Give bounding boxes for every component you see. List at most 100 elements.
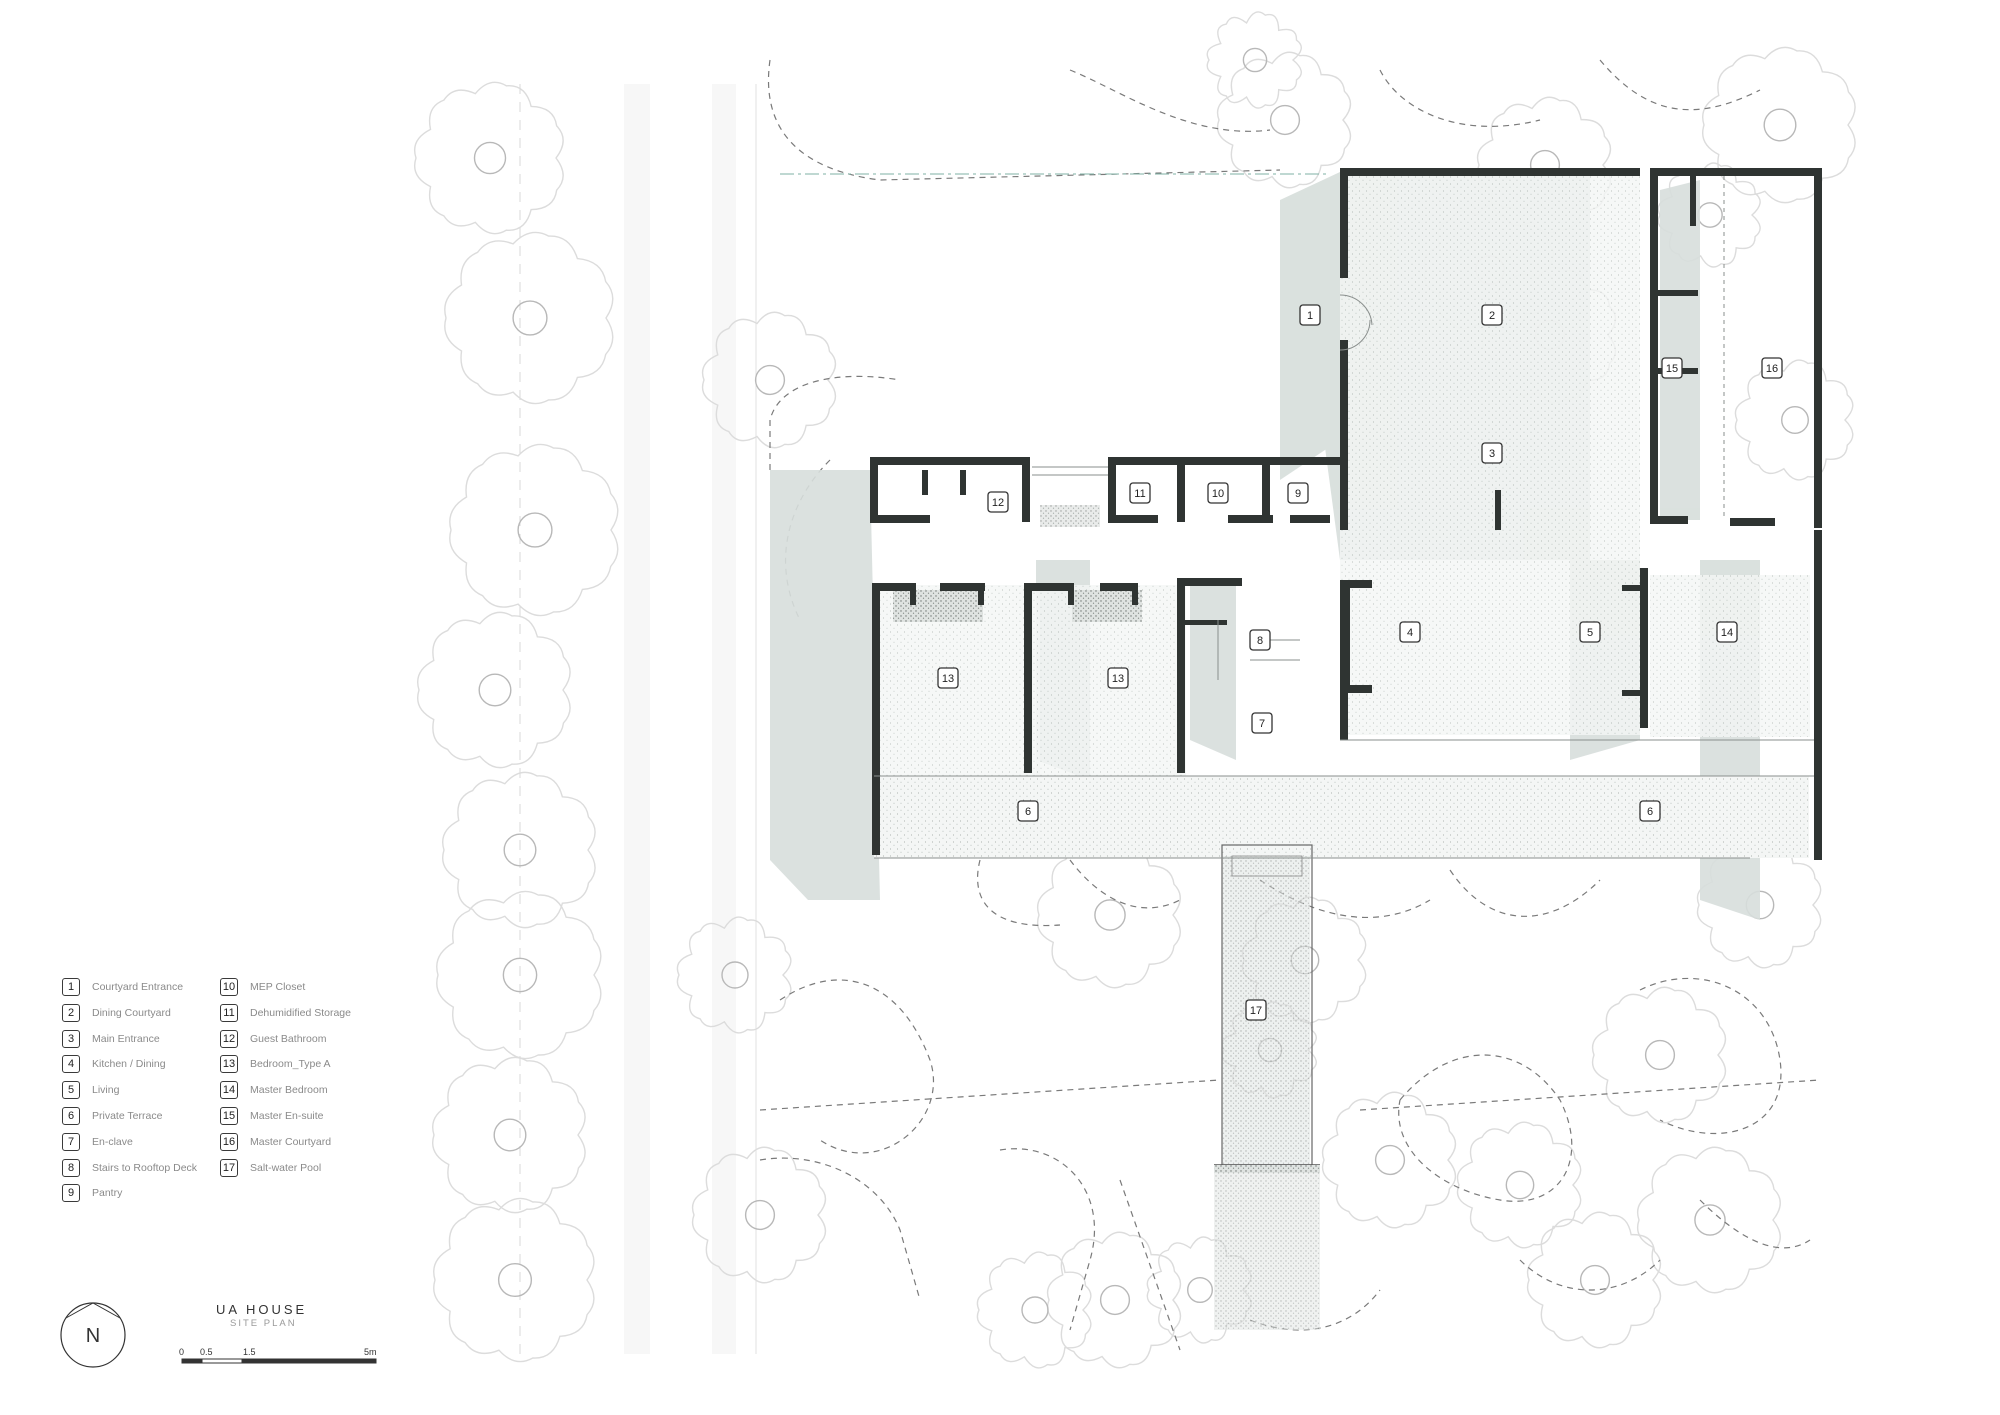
svg-text:17: 17 xyxy=(1250,1005,1262,1017)
legend-label: MEP Closet xyxy=(250,981,306,993)
scale-label-5m: 5m xyxy=(364,1347,377,1357)
legend-label: Living xyxy=(92,1084,120,1097)
svg-text:12: 12 xyxy=(992,497,1004,509)
svg-text:7: 7 xyxy=(1259,718,1265,730)
legend-number: 7 xyxy=(62,1132,80,1151)
tree-trunk xyxy=(1186,1276,1213,1303)
legend-number: 2 xyxy=(62,1003,80,1022)
legend-label: Main Entrance xyxy=(92,1032,160,1045)
room-tag-7: 7 xyxy=(1251,712,1273,734)
svg-text:14: 14 xyxy=(1721,627,1733,639)
legend-number: 1 xyxy=(62,978,80,996)
tree-canopy xyxy=(1046,1231,1182,1369)
tree-canopy xyxy=(417,611,571,769)
tree-trunk xyxy=(478,673,512,707)
tree-canopy xyxy=(436,890,602,1060)
tree-canopy xyxy=(676,916,792,1034)
svg-text:6: 6 xyxy=(1025,806,1031,818)
svg-text:3: 3 xyxy=(1489,448,1495,460)
svg-text:1: 1 xyxy=(1307,310,1313,322)
scale-bar xyxy=(181,1358,377,1364)
svg-text:16: 16 xyxy=(1766,363,1778,375)
tree-canopy xyxy=(1456,1121,1582,1249)
legend-number: 13 xyxy=(220,1055,238,1074)
scale-label-05: 0.5 xyxy=(200,1347,213,1357)
tree-trunk xyxy=(1579,1264,1611,1296)
room-tag-17: 17 xyxy=(1245,999,1267,1021)
tree-trunk xyxy=(1374,1144,1406,1176)
legend-label: Master Courtyard xyxy=(250,1135,332,1148)
tree-trunk xyxy=(1697,202,1723,228)
drawing-subtitle: SITE PLAN xyxy=(230,1318,297,1329)
svg-text:2: 2 xyxy=(1489,310,1495,322)
tree-canopy xyxy=(1636,1146,1781,1294)
svg-text:13: 13 xyxy=(1112,673,1124,685)
legend-number: 6 xyxy=(62,1107,80,1125)
legend-label: Dining Courtyard xyxy=(92,1006,171,1019)
legend-number: 9 xyxy=(62,1184,80,1203)
tree-trunk xyxy=(497,1262,533,1298)
scale-label-15: 1.5 xyxy=(243,1347,256,1357)
legend-number: 12 xyxy=(220,1029,238,1048)
room-tag-3: 3 xyxy=(1481,442,1503,464)
tree-trunk xyxy=(503,833,537,867)
tree-trunk xyxy=(1763,108,1797,142)
tree-canopy xyxy=(1321,1091,1457,1229)
legend-number: 4 xyxy=(62,1055,80,1074)
room-tag-10: 10 xyxy=(1207,482,1229,504)
room-tag-12: 12 xyxy=(987,491,1009,513)
tree-trunk xyxy=(1505,1170,1535,1200)
legend-item-15: 15 Master En-suite xyxy=(220,1105,324,1127)
tree-canopy xyxy=(444,231,614,405)
legend-number: 8 xyxy=(62,1158,80,1177)
tree-canopy xyxy=(413,81,564,235)
legend-label: Salt-water Pool xyxy=(250,1161,322,1174)
legend-number: 14 xyxy=(220,1081,238,1100)
legend-number: 3 xyxy=(62,1029,80,1048)
tree-canopy xyxy=(976,1251,1092,1369)
tree-trunk xyxy=(512,300,548,336)
legend-label: Guest Bathroom xyxy=(250,1032,327,1045)
legend-item-7: 7 En-clave xyxy=(62,1131,133,1153)
room-tag-13: 13 xyxy=(1107,667,1129,689)
tree-canopy xyxy=(1036,841,1181,989)
legend-label: Master En-suite xyxy=(250,1110,324,1122)
svg-text:5: 5 xyxy=(1587,627,1593,639)
room-tag-11: 11 xyxy=(1129,482,1151,504)
legend-label: Kitchen / Dining xyxy=(92,1058,166,1071)
tree-canopy xyxy=(433,1197,595,1363)
legend-item-10: 10 MEP Closet xyxy=(220,976,305,998)
svg-text:N: N xyxy=(86,1325,100,1347)
tree-canopy xyxy=(701,311,837,449)
svg-text:4: 4 xyxy=(1407,627,1413,639)
legend-label: En-clave xyxy=(92,1135,133,1148)
site-edge-hatch xyxy=(519,84,757,1354)
tree-canopy xyxy=(691,1146,827,1284)
tree-canopy xyxy=(1734,359,1854,481)
tree-trunk xyxy=(517,512,553,548)
legend-item-12: 12 Guest Bathroom xyxy=(220,1028,326,1050)
tree-trunk xyxy=(1021,1296,1049,1324)
tree-trunk xyxy=(502,957,538,993)
tree-trunk xyxy=(1644,1039,1676,1071)
legend-number: 10 xyxy=(220,978,238,996)
legend-item-2: 2 Dining Courtyard xyxy=(62,1002,171,1024)
tree-trunk xyxy=(721,961,749,989)
legend-label: Stairs to Rooftop Deck xyxy=(92,1161,198,1174)
project-title: UA HOUSE xyxy=(216,1302,308,1317)
legend-number: 15 xyxy=(220,1107,238,1125)
room-tag-6: 6 xyxy=(1017,800,1039,822)
tree-canopy xyxy=(442,771,596,929)
svg-text:8: 8 xyxy=(1257,635,1263,647)
room-tag-5: 5 xyxy=(1579,621,1601,643)
legend-label: Master Bedroom xyxy=(250,1084,328,1097)
room-tag-15: 15 xyxy=(1661,357,1683,379)
tree-trunk xyxy=(1781,406,1809,434)
